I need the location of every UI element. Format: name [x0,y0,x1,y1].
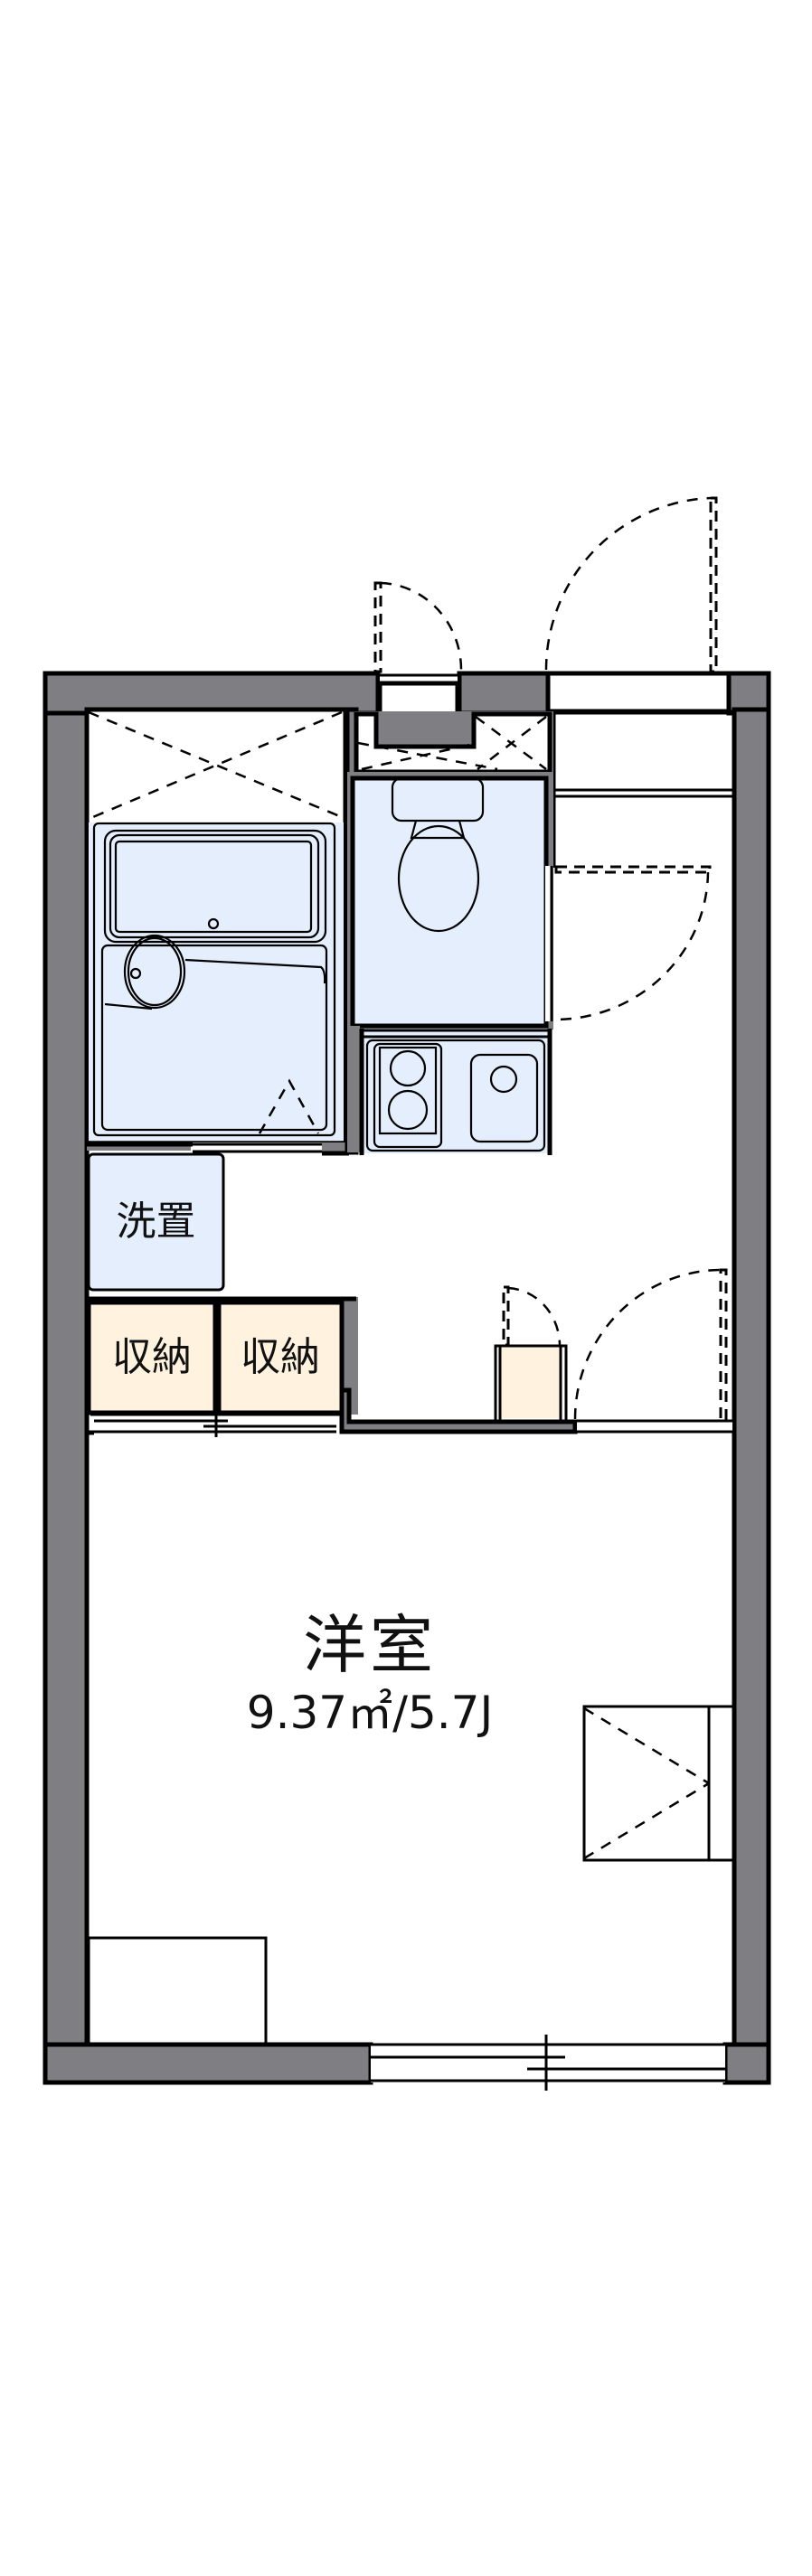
storage-closets [86,1296,358,1437]
western-room [84,1433,736,2047]
room-door-swing [573,1268,728,1422]
outer-walls [42,671,771,2085]
toilet-door-swing [554,865,712,1021]
shoe-box-door-swing [502,1285,562,1347]
partition-wall [339,1387,734,1434]
washer-space-label: 洗置 [116,1199,196,1245]
entrance-opening [545,671,734,868]
bottom-window [371,2035,734,2091]
entrance-door-swing [544,496,718,673]
kitchen [347,1026,552,1155]
shoe-box [494,1344,568,1424]
washer-space [87,1152,225,1292]
small-door-swing [373,581,463,673]
storage-left-label: 収納 [112,1334,192,1380]
western-room-area: 9.37㎡/5.7J [246,1687,494,1739]
western-room-label: 洋室 [303,1608,437,1682]
toilet-room [347,772,553,1029]
upper-cabinet [354,711,553,775]
unit-bath [84,707,360,1146]
storage-right-label: 収納 [241,1334,320,1380]
